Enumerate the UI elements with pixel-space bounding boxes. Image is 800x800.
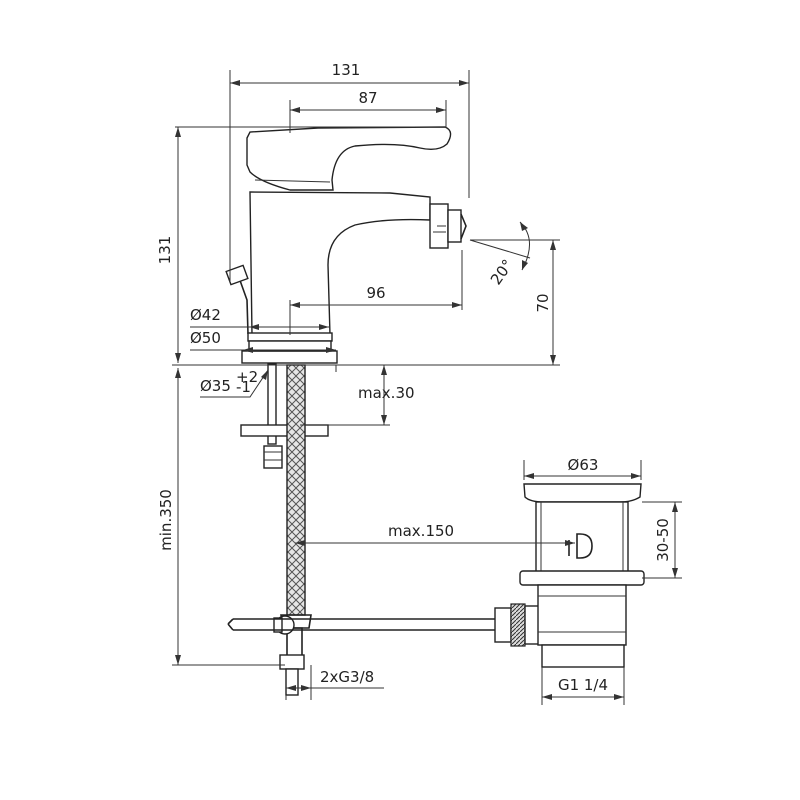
dim-max-thickness: max.30 [358,384,415,402]
dim-base-diameter-42: Ø42 [190,306,221,324]
dim-spray-angle: 20° [487,256,517,288]
mounting-nut [263,445,283,469]
dimension-labels: 131 87 131 96 70 20° Ø42 Ø50 Ø35 +2 -1 m… [156,61,672,694]
spray-nozzle [429,203,467,249]
dim-drain-thread: G1 1/4 [558,676,608,694]
dim-overall-width: 131 [332,61,361,79]
dim-drain-diameter: Ø63 [568,456,599,474]
dimension-lines [172,70,682,705]
popup-rod [225,264,249,335]
mounting-assembly [240,363,329,696]
dim-hole-tol-minus: -1 [236,378,251,396]
dim-lever-length: 87 [358,89,377,107]
dim-connection-thread: 2xG3/8 [320,668,374,686]
mounting-plate [240,424,329,437]
base-plate-bottom [241,350,338,364]
dim-spout-reach: 96 [366,284,385,302]
dim-hole-diameter: Ø35 [200,377,231,395]
dim-drain-height: 30-50 [654,518,672,562]
dim-spout-height: 70 [534,293,552,312]
dim-hose-length: min.350 [157,489,175,551]
lever-handle [246,126,452,191]
dim-base-diameter-50: Ø50 [190,329,221,347]
dim-rod-length: max.150 [388,522,454,540]
dim-hole-tol-plus: +2 [236,368,258,386]
faucet-main-body [249,191,431,336]
drain-cap [523,483,642,503]
braided-hose [286,364,306,616]
faucet-body [225,126,467,364]
dim-overall-height: 131 [156,236,174,265]
